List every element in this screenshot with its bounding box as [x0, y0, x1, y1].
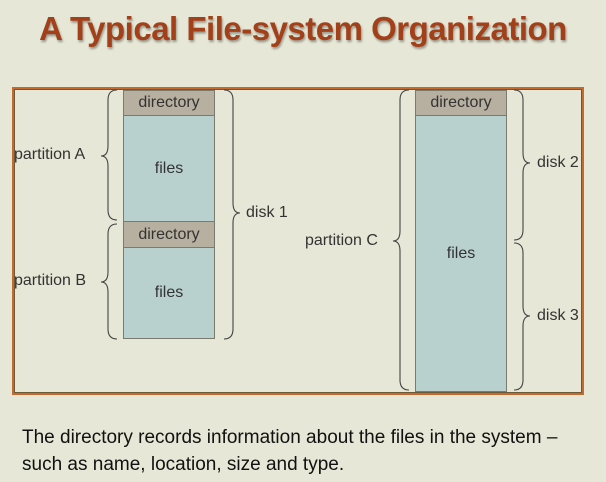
partition-c-label: partition C — [305, 232, 378, 249]
partition-c-files: files — [415, 115, 507, 392]
disk-2-brace — [513, 89, 531, 241]
caption-text: The directory records information about … — [22, 427, 558, 475]
partition-a-label: partition A — [14, 146, 86, 163]
disk-1-label: disk 1 — [246, 204, 288, 221]
disk-1-brace — [223, 89, 241, 340]
partition-b-directory-label: directory — [138, 225, 200, 243]
diagram-frame — [12, 87, 584, 395]
partition-a-files-label: files — [154, 159, 184, 177]
partition-b-label: partition B — [14, 272, 87, 289]
disk-2-label: disk 2 — [537, 154, 579, 171]
disk-3-brace — [513, 242, 531, 391]
partition-b-files: files — [123, 247, 215, 339]
slide-title: A Typical File-system Organization — [39, 10, 567, 47]
partition-c-files-label: files — [446, 244, 476, 262]
partition-b-files-label: files — [154, 284, 184, 301]
partition-b-brace — [100, 223, 118, 340]
partition-c-directory-label: directory — [430, 94, 492, 111]
partition-a-directory-label: directory — [138, 94, 200, 111]
partition-a-brace — [100, 89, 118, 221]
partition-a-files: files — [123, 115, 215, 222]
disk-3-label: disk 3 — [537, 307, 579, 324]
partition-a-directory: directory — [123, 90, 215, 116]
partition-c-brace — [392, 89, 410, 391]
partition-c-directory: directory — [415, 90, 507, 116]
